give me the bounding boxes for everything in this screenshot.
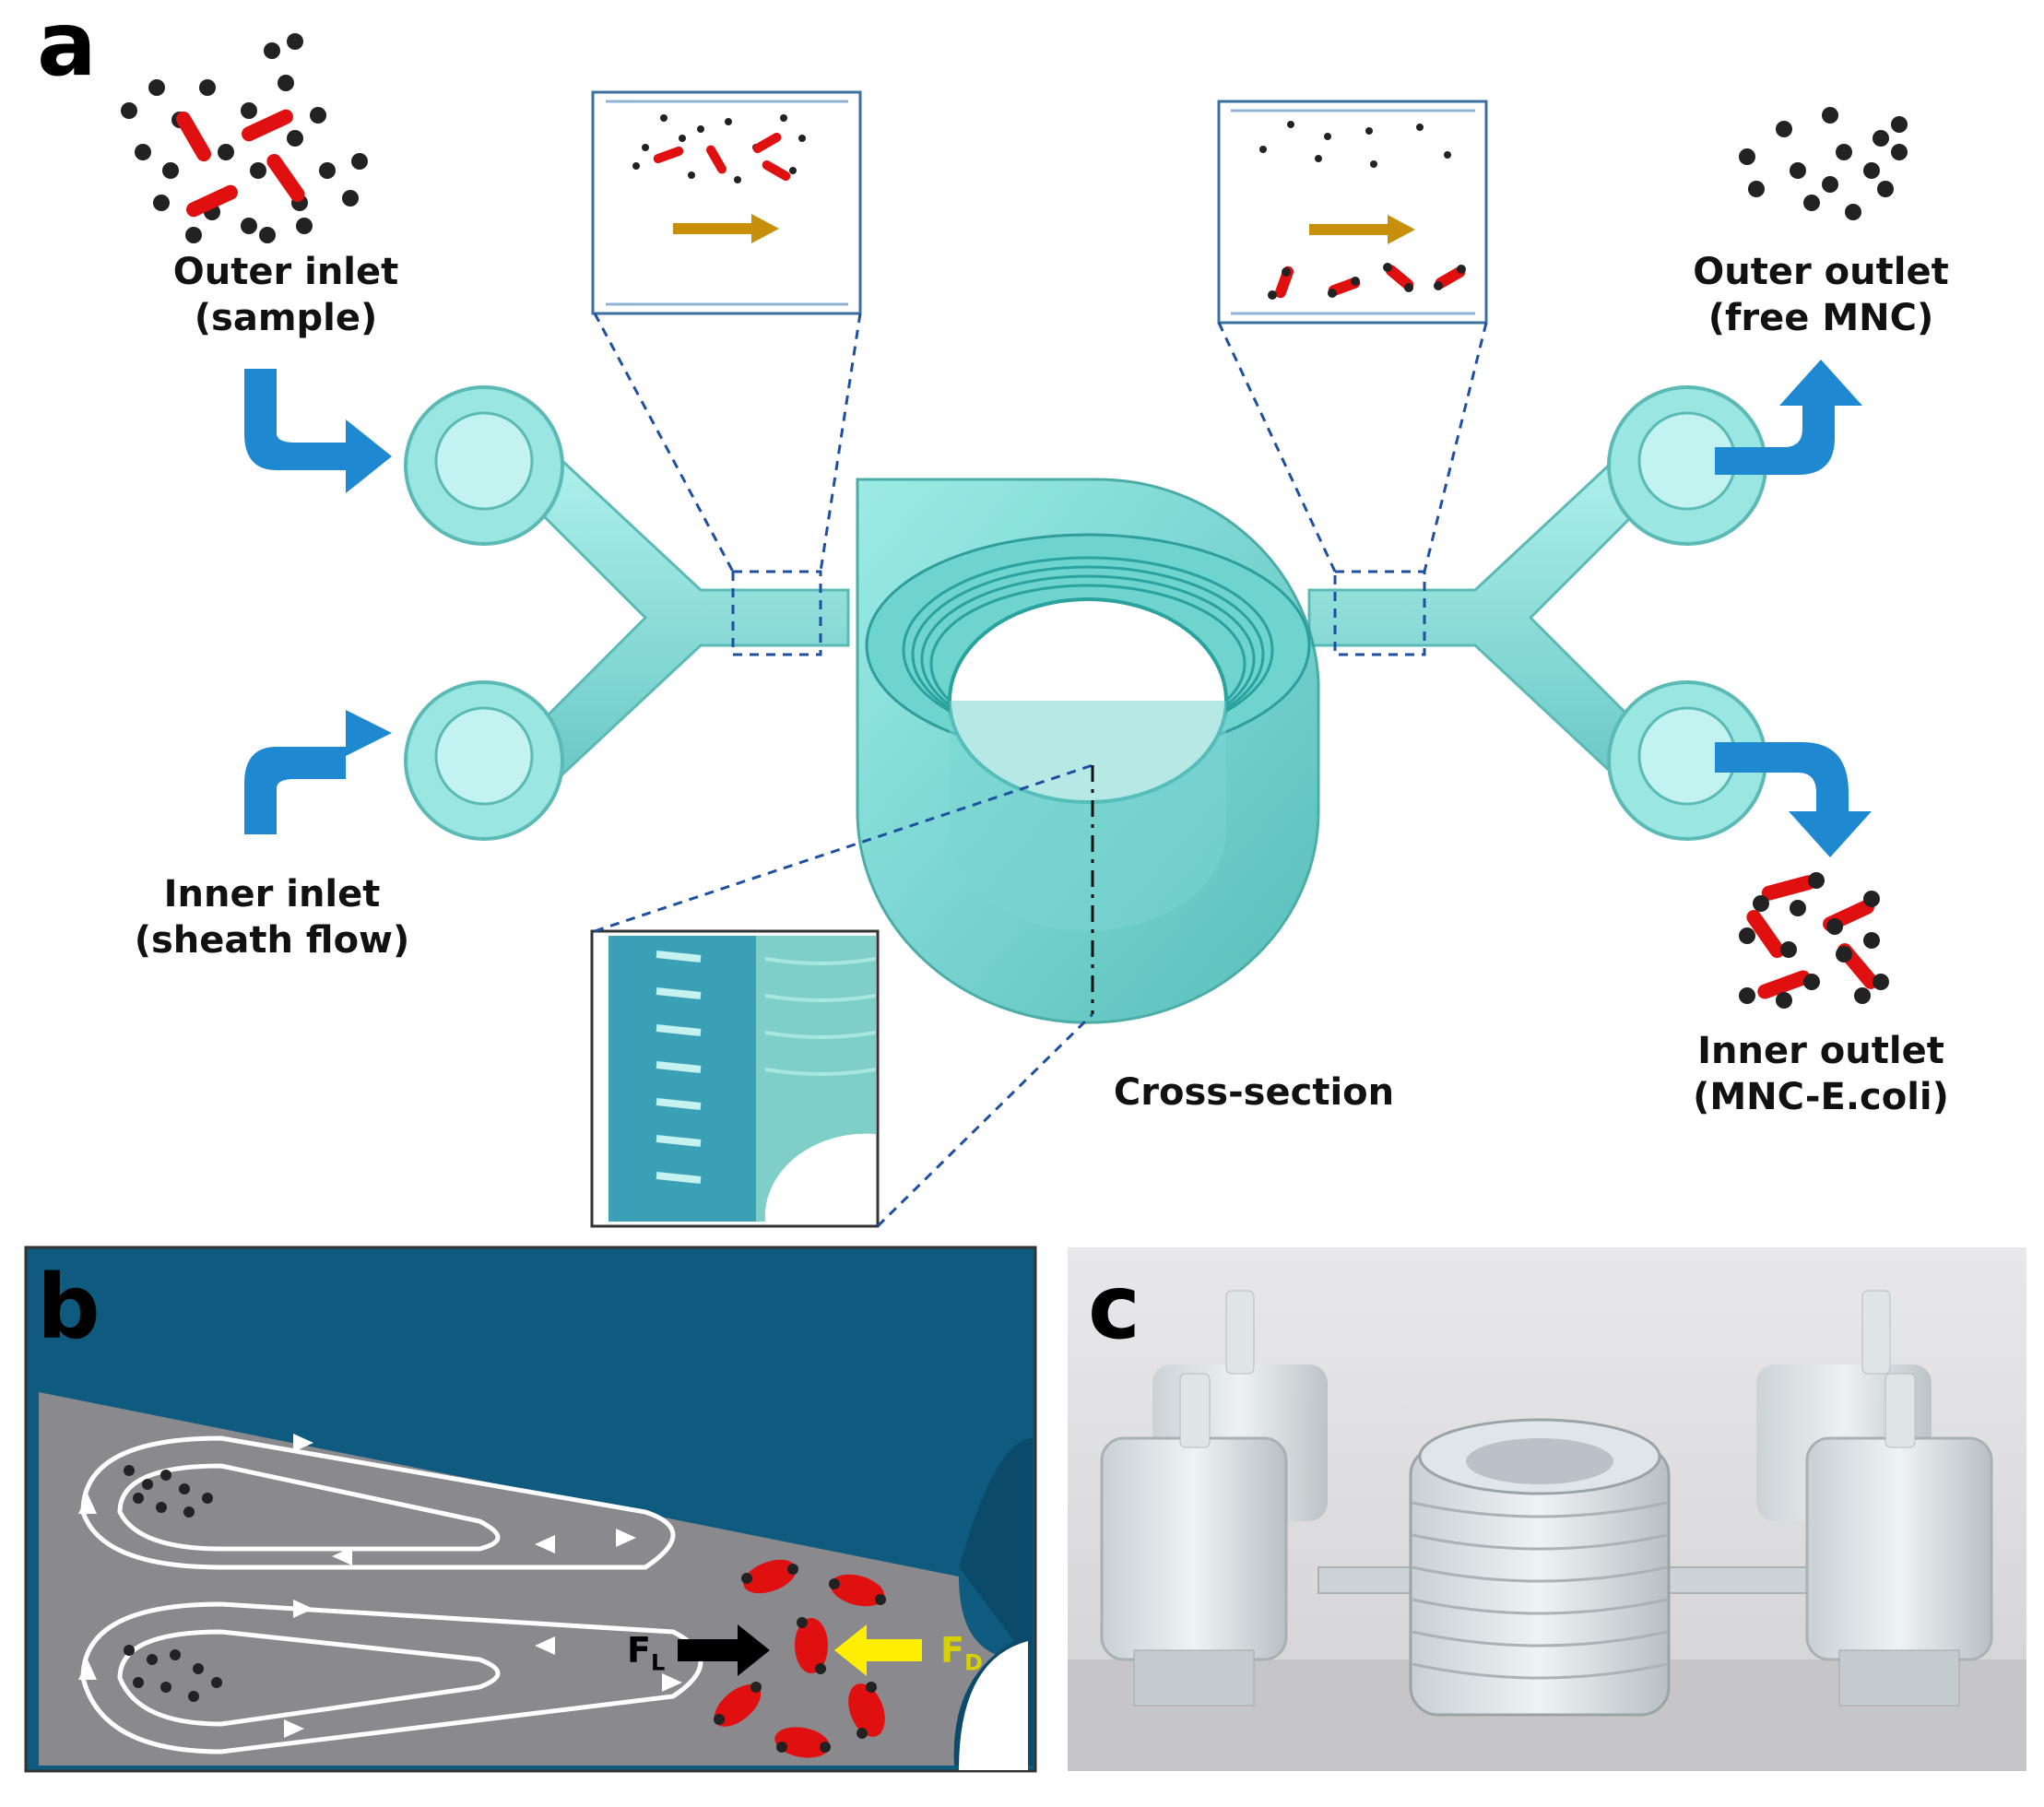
drag-force-subscript: D <box>963 1649 983 1676</box>
chip-diagram <box>121 33 1908 1228</box>
focused-bacteria-b <box>714 1559 886 1758</box>
cross-section-label: Cross-section <box>1113 1071 1395 1114</box>
inner-inlet-flow-arrow <box>244 710 392 834</box>
panel-letter-a: a <box>37 0 97 96</box>
lift-force-arrow <box>678 1624 770 1676</box>
streamlines <box>80 1435 703 1754</box>
free-particles <box>1259 121 1451 168</box>
dean-flow-panel <box>24 1246 1037 1773</box>
left-branch-channel <box>523 458 850 777</box>
bacteria-cluster <box>653 133 791 181</box>
zoom-flow-arrow <box>673 214 779 243</box>
outer-outlet-subtitle: (free MNC) <box>1707 297 1934 339</box>
free-mnc-cluster <box>1739 107 1908 220</box>
inner-inlet-subtitle: (sheath flow) <box>134 919 410 962</box>
mnc-ecoli-cluster <box>1739 872 1889 1009</box>
outer-inlet-label: Outer inlet (sample) <box>148 249 424 341</box>
particle-groups <box>124 1465 222 1702</box>
zoom-guides-right <box>1217 322 1488 656</box>
panel-letter-c: c <box>1088 1256 1140 1359</box>
outer-outlet-title: Outer outlet <box>1693 251 1949 293</box>
drag-force-label: FD <box>940 1632 983 1682</box>
inner-outlet-title: Inner outlet <box>1697 1030 1944 1072</box>
zoom-guides-left <box>593 313 862 656</box>
lift-force-subscript: L <box>650 1649 666 1676</box>
lift-force-label: FL <box>627 1632 665 1682</box>
zoom-flow-arrow-2 <box>1309 215 1415 244</box>
inner-outlet-label: Inner outlet (MNC-E.coli) <box>1664 1028 1978 1120</box>
outer-inlet-title: Outer inlet <box>172 251 399 293</box>
inner-outlet-subtitle: (MNC-E.coli) <box>1693 1076 1949 1118</box>
inner-inlet-label: Inner inlet (sheath flow) <box>106 871 438 963</box>
lift-force-symbol: F <box>627 1630 651 1671</box>
drag-force-arrow <box>834 1624 922 1676</box>
outer-outlet-flow-arrow <box>1715 360 1862 475</box>
inner-inlet-title: Inner inlet <box>163 873 381 915</box>
cross-section-guides <box>594 763 1094 1228</box>
zoom-inset-outlet <box>1217 100 1488 325</box>
cross-section-inset <box>590 929 880 1228</box>
streamline-arrowheads <box>78 1434 682 1738</box>
flow-arrows <box>244 360 1872 857</box>
zoom-inset-inlet <box>591 90 862 315</box>
spiral-channel <box>856 478 1320 1024</box>
drag-force-symbol: F <box>940 1630 964 1671</box>
inner-outlet-flow-arrow <box>1715 742 1872 857</box>
outer-inlet-flow-arrow <box>244 369 392 493</box>
right-branch-channel <box>1307 458 1653 777</box>
device-photo <box>1068 1247 2026 1771</box>
outer-outlet-label: Outer outlet (free MNC) <box>1673 249 1968 341</box>
panel-letter-b: b <box>37 1256 100 1359</box>
outer-inlet-subtitle: (sample) <box>194 297 378 339</box>
sample-cluster-outer-inlet <box>121 33 368 243</box>
